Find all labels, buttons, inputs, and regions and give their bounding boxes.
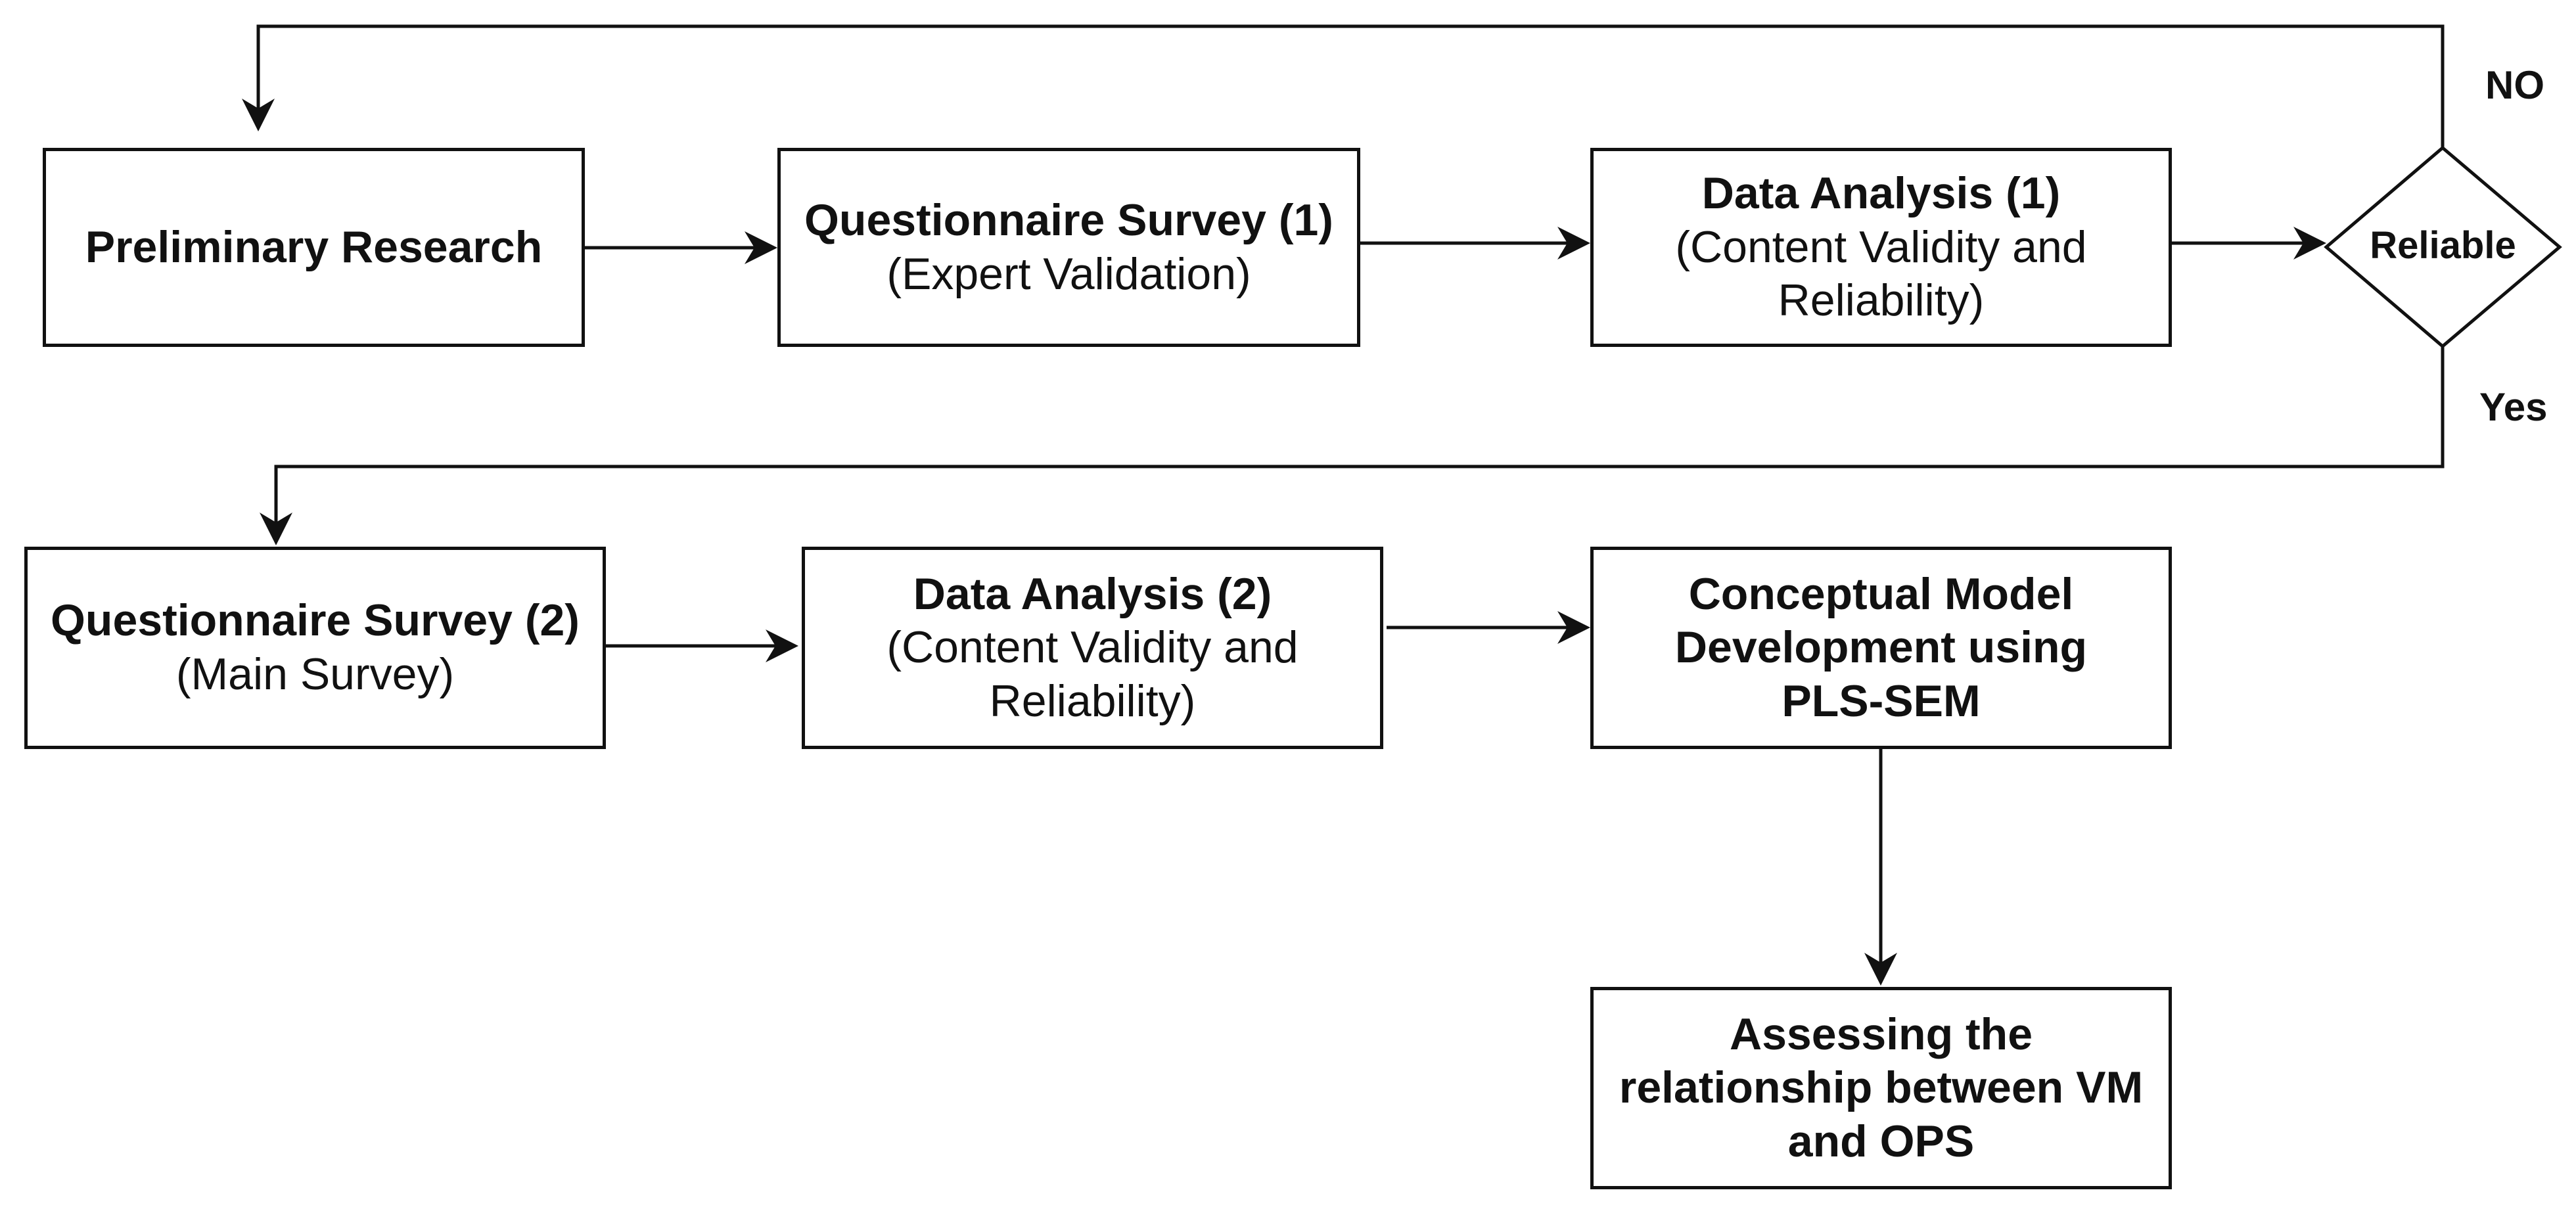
conceptual-model-line1: Conceptual Model [1688,568,2074,619]
assessing-relationship-box: Assessing the relationship between VM an… [1590,987,2172,1189]
edge-label-no: NO [2485,63,2544,107]
data-analysis-1-subtitle-line2: Reliability) [1778,275,1985,326]
questionnaire-survey-1-title: Questionnaire Survey (1) [804,194,1333,245]
data-analysis-1-subtitle-line1: (Content Validity and [1675,221,2087,272]
questionnaire-survey-1-box: Questionnaire Survey (1) (Expert Validat… [777,148,1360,347]
conceptual-model-line2: Development using [1674,622,2088,673]
data-analysis-2-title: Data Analysis (2) [913,568,1272,619]
data-analysis-1-box: Data Analysis (1) (Content Validity and … [1590,148,2172,347]
questionnaire-survey-2-box: Questionnaire Survey (2) (Main Survey) [24,547,606,749]
questionnaire-survey-2-subtitle: (Main Survey) [175,649,455,699]
reliable-decision-diamond [2324,145,2562,349]
questionnaire-survey-2-title: Questionnaire Survey (2) [51,595,580,646]
data-analysis-1-title: Data Analysis (1) [1701,168,2061,219]
arrow-reliable-no-loop [242,24,2445,148]
assessing-relationship-line1: Assessing the [1729,1009,2033,1059]
reliable-decision-label: Reliable [2370,224,2516,267]
assessing-relationship-line2: relationship between VM [1619,1062,2144,1113]
data-analysis-2-subtitle-line1: (Content Validity and [886,622,1299,673]
arrow-reliable-yes-to-survey2 [260,346,2445,545]
preliminary-research-box: Preliminary Research [43,148,585,347]
data-analysis-2-subtitle-line2: Reliability) [989,675,1196,726]
conceptual-model-box: Conceptual Model Development using PLS-S… [1590,547,2172,749]
edge-label-yes: Yes [2479,385,2548,429]
conceptual-model-line3: PLS-SEM [1782,675,1981,726]
assessing-relationship-line3: and OPS [1787,1116,1975,1166]
preliminary-research-title: Preliminary Research [85,221,543,272]
questionnaire-survey-1-subtitle: (Expert Validation) [886,248,1251,299]
data-analysis-2-box: Data Analysis (2) (Content Validity and … [802,547,1383,749]
